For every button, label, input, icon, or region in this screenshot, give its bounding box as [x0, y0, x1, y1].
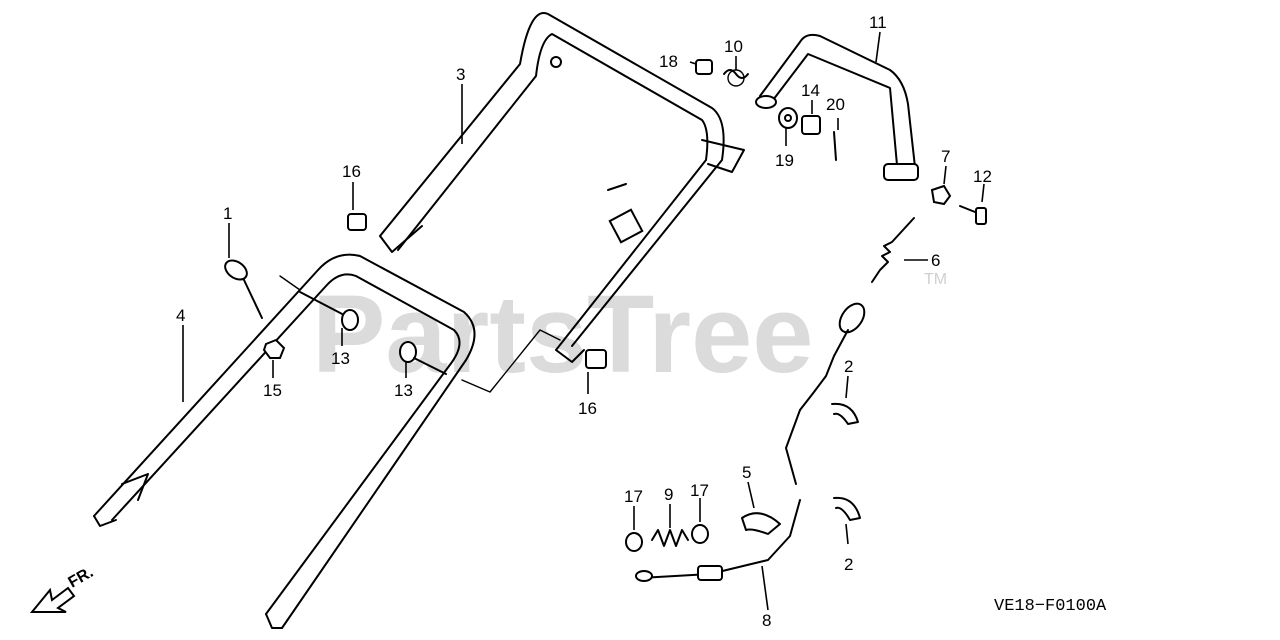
- callout-13b: 13: [394, 381, 413, 400]
- callout-16b: 16: [578, 399, 597, 418]
- front-direction-label: FR.: [66, 564, 97, 592]
- callout-12: 12: [973, 167, 992, 186]
- leader-lines: [182, 31, 985, 611]
- nut-part-7[interactable]: [930, 184, 952, 206]
- watermark-text: PartsTree: [312, 273, 813, 396]
- callout-4: 4: [176, 306, 185, 325]
- control-cable-part[interactable]: [635, 299, 869, 582]
- callout-3: 3: [456, 65, 465, 84]
- callout-8: 8: [762, 611, 771, 630]
- pin-part-20[interactable]: [833, 131, 837, 161]
- callout-14: 14: [801, 81, 820, 100]
- callout-1: 1: [223, 204, 232, 223]
- callout-18: 18: [659, 52, 678, 71]
- spring-part-6[interactable]: [871, 217, 915, 283]
- spring-part-10[interactable]: [723, 69, 749, 87]
- washer-part-17a[interactable]: [625, 532, 643, 552]
- callout-7: 7: [941, 147, 950, 166]
- nut-part-14[interactable]: [801, 115, 821, 135]
- nut-part-16b[interactable]: [585, 349, 607, 369]
- callout-13a: 13: [331, 349, 350, 368]
- collar-part-18[interactable]: [695, 59, 713, 75]
- callout-5: 5: [742, 463, 751, 482]
- callout-19: 19: [775, 151, 794, 170]
- nut-part-15[interactable]: [262, 338, 286, 359]
- callout-9: 9: [664, 485, 673, 504]
- nut-part-16a[interactable]: [347, 213, 367, 231]
- bolt-part-12[interactable]: [959, 205, 987, 225]
- callout-2b: 2: [844, 555, 853, 574]
- callout-15: 15: [263, 381, 282, 400]
- callout-11: 11: [869, 13, 887, 32]
- cable-clip-part[interactable]: [222, 257, 263, 319]
- bolt-part-13a[interactable]: [299, 291, 359, 331]
- spring-part-9[interactable]: [651, 529, 689, 547]
- cable-clamp-part-2a[interactable]: [831, 402, 859, 425]
- callout-16a: 16: [342, 162, 361, 181]
- bolt-part-13b[interactable]: [399, 341, 447, 375]
- washer-part-19[interactable]: [778, 107, 798, 129]
- cable-clamp-part-2b[interactable]: [833, 496, 861, 521]
- trademark-mark: TM: [924, 271, 947, 288]
- washer-part-17b[interactable]: [691, 524, 709, 544]
- callout-20: 20: [826, 95, 845, 114]
- callout-17b: 17: [690, 481, 709, 500]
- upper-handle-part[interactable]: [379, 12, 745, 363]
- callout-labels: 1 2 2 3 4 5 6 7 8 9 10 11 12 13 13 14 15…: [176, 13, 992, 630]
- callout-17a: 17: [624, 487, 643, 506]
- control-lever-part[interactable]: [755, 33, 919, 181]
- cable-clamp-part-5[interactable]: [741, 512, 781, 535]
- front-direction-arrow: FR.: [29, 564, 97, 613]
- callout-10: 10: [724, 37, 743, 56]
- lower-handle-part[interactable]: [93, 253, 476, 629]
- diagram-code: VE18−F0100A: [994, 597, 1107, 616]
- callout-2a: 2: [844, 357, 853, 376]
- callout-6: 6: [931, 251, 940, 270]
- alignment-lines: [279, 275, 561, 393]
